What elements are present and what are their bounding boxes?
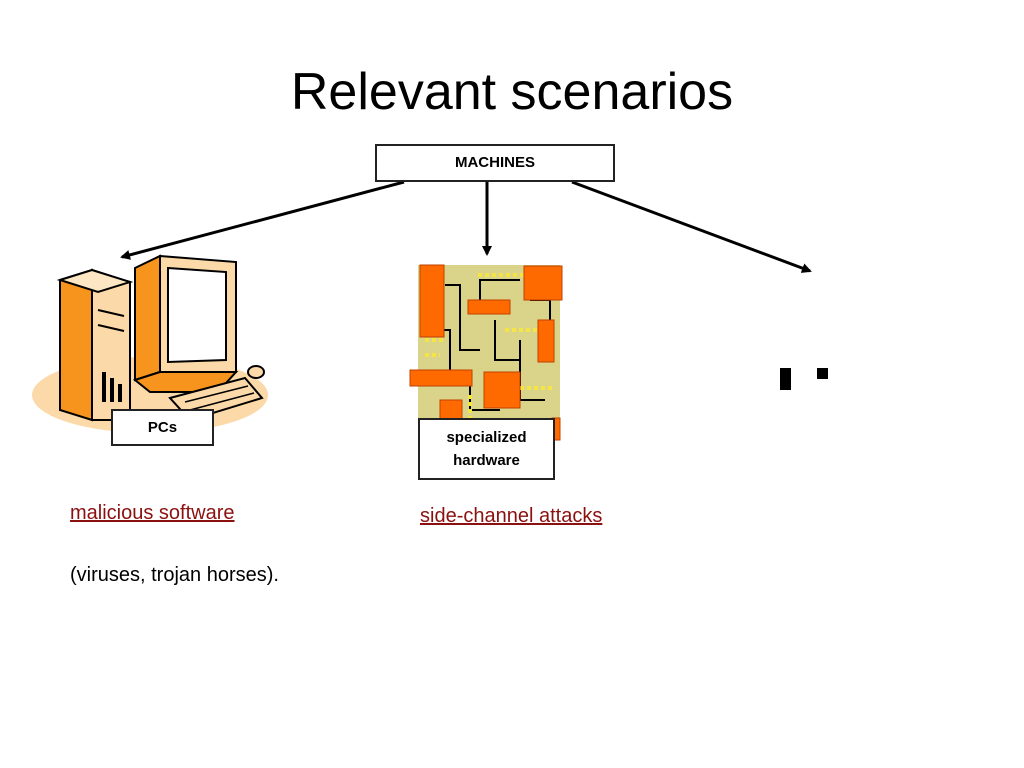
malicious-software-note: (viruses, trojan horses). (70, 564, 279, 586)
ellipsis-dot (780, 368, 791, 379)
slide-title: Relevant scenarios (290, 63, 734, 121)
ellipsis-dot (817, 368, 828, 379)
malicious-software-link[interactable]: malicious software (70, 502, 235, 524)
machines-box: MACHINES (375, 144, 615, 182)
more-ellipsis (780, 368, 880, 390)
ellipsis-dot (780, 379, 791, 390)
arrow-to-more (571, 180, 812, 273)
pcs-box: PCs (111, 409, 214, 446)
specialized-hardware-box: specialized hardware (418, 418, 555, 480)
arrow-to-pcs (120, 180, 405, 260)
side-channel-attacks-link[interactable]: side-channel attacks (420, 505, 603, 527)
